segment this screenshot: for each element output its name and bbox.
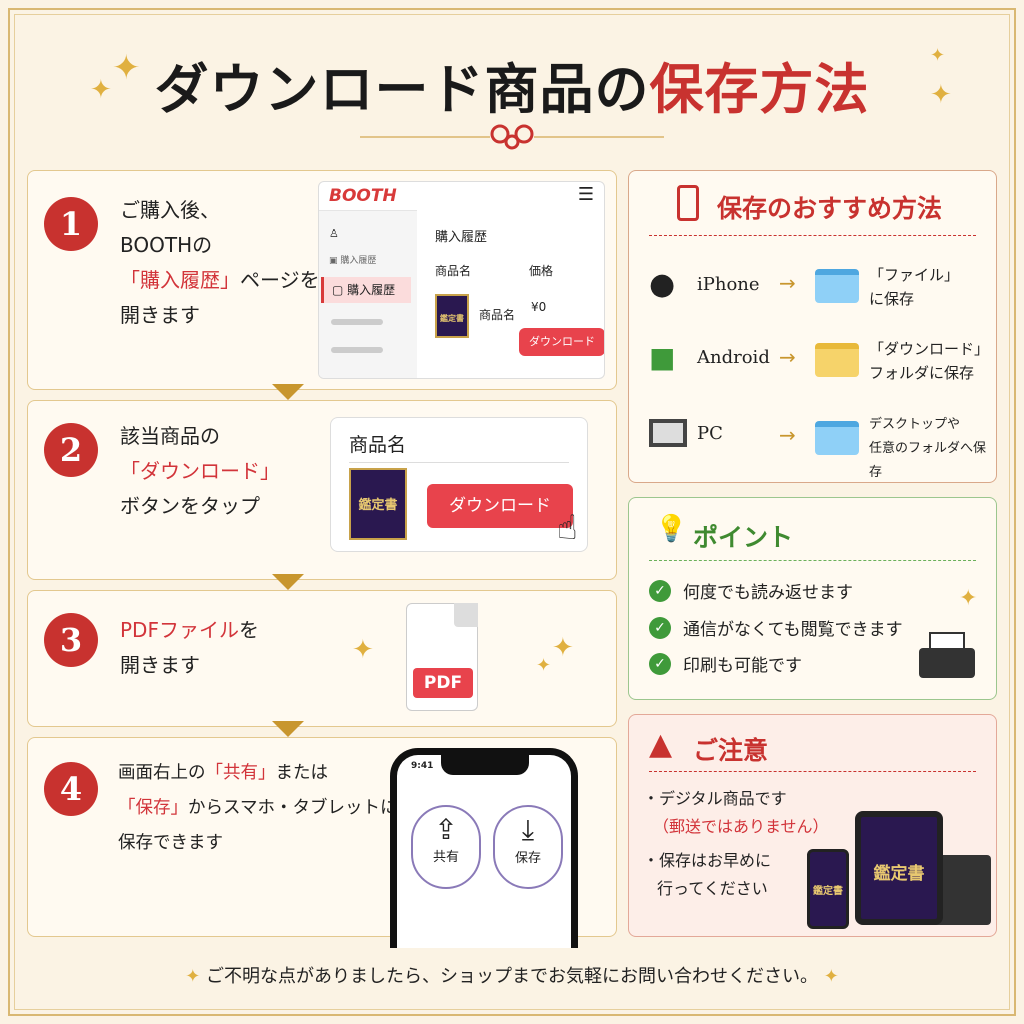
arrow-down-icon [272,384,304,400]
point-item: ✓印刷も可能です [649,651,802,676]
booth-logo: BOOTH [329,186,397,206]
step-2-text: 該当商品の「ダウンロード」ボタンをタップ [120,424,280,518]
knot-ornament-icon [360,124,664,150]
arrow-down-icon [272,574,304,590]
step-number: 3 [44,613,98,667]
pdf-file-icon[interactable]: PDF [406,603,478,711]
check-icon: ✓ [649,579,671,602]
status-time: 9:41 [411,761,434,771]
product-name: 商品名 [349,434,407,456]
arrow-down-icon [272,721,304,737]
sparkle-icon: ✦ [536,655,552,676]
lightbulb-icon: 💡 [655,514,688,544]
sparkle-icon: ✦ [552,633,574,663]
tablet-icon: 鑑定書 [855,811,943,925]
notice-title: ご注意 [693,736,769,765]
files-folder-icon [815,269,859,303]
point-item: ✓通信がなくても閲覧できます [649,615,903,640]
arrow-right-icon: → [779,423,796,447]
section-heading: 購入履歴 [435,230,488,245]
share-button[interactable]: ⇪共有 [411,805,481,889]
sparkle-icon: ✦ [930,45,946,66]
step-number: 2 [44,423,98,477]
arrow-right-icon: → [779,345,796,369]
save-button[interactable]: ⤓保存 [493,805,563,889]
product-thumbnail: 鑑定書 [435,294,469,338]
notice-card: ▲ ご注意 ・デジタル商品です（郵送ではありません） ・保存はお早めに行ってくだ… [628,714,997,937]
recommend-row-iphone: ●iPhone [649,267,760,302]
check-icon: ✓ [649,616,671,639]
column-header: 商品名 [435,264,472,278]
phone-icon: 鑑定書 [807,849,849,929]
sidebar-item[interactable]: ▣ 購入履歴 [329,256,377,266]
sidebar-item[interactable] [331,347,383,353]
column-header: 価格 [529,264,554,278]
sparkle-icon: ✦ [959,586,978,611]
point-item: ✓何度でも読み返せます [649,578,853,603]
point-title: ポイント [693,523,794,552]
sidebar: ♙ ▣ 購入履歴 ▢ 購入履歴 [319,210,417,378]
product-price: ¥0 [531,300,547,314]
pdf-label: PDF [413,668,473,698]
phone-mockup: 9:41 ⇪共有 ⤓保存 [390,748,578,948]
recommend-desc: 「ファイル」に保存 [869,266,960,308]
border-frame-inner [14,14,1010,1010]
step-2-card: 2 該当商品の「ダウンロード」ボタンをタップ 商品名 鑑定書 ダウンロード ☝ [27,400,617,580]
recommend-card: 保存のおすすめ方法 ●iPhone → 「ファイル」に保存 ■Android →… [628,170,997,483]
recommend-desc: 「ダウンロード」フォルダに保存 [869,340,990,382]
download-icon: ⤓ [521,813,535,846]
step-1-text: ご購入後、BOOTHの 「購入履歴」ページを 開きます [120,198,320,327]
warning-icon: ▲ [649,727,673,762]
folder-icon [815,421,859,455]
product-card-mockup: 商品名 鑑定書 ダウンロード ☝ [330,417,588,552]
point-card: 💡 ポイント ✓何度でも読み返せます ✓通信がなくても閲覧できます ✓印刷も可能… [628,497,997,700]
menu-icon[interactable]: ☰ [577,184,594,205]
download-folder-icon [815,343,859,377]
hand-pointer-icon: ☝ [557,508,578,548]
printer-icon [919,632,975,678]
arrow-right-icon: → [779,271,796,295]
smartphone-icon [677,185,699,221]
step-3-text: PDFファイルを開きます [120,618,259,677]
sparkle-icon: ✦ [352,635,374,665]
step-3-card: 3 PDFファイルを開きます ✦ ✦ ✦ PDF [27,590,617,727]
border-frame [8,8,1016,1016]
recommend-row-pc: PC [649,419,723,447]
share-icon: ⇪ [434,813,458,846]
step-1-card: 1 ご購入後、BOOTHの 「購入履歴」ページを 開きます BOOTH ☰ ♙ … [27,170,617,390]
sparkle-icon: ✦ [112,48,141,88]
sparkle-icon: ✦ [90,75,112,105]
product-thumbnail: 鑑定書 [349,468,407,540]
footer-note: ✦ ご不明な点がありましたら、ショップまでお気軽にお問い合わせください。 ✦ [185,966,839,987]
apple-icon: ● [649,267,676,302]
sidebar-item-purchase-history[interactable]: ▢ 購入履歴 [321,277,411,303]
step-number: 4 [44,762,98,816]
product-name: 商品名 [479,308,516,322]
monitor-icon [649,419,687,447]
check-icon: ✓ [649,652,671,675]
sidebar-item[interactable] [331,319,383,325]
page-title: ダウンロード商品の保存方法 [154,57,870,121]
user-icon[interactable]: ♙ [329,227,339,240]
recommend-row-android: ■Android [649,341,770,374]
step-number: 1 [44,197,98,251]
recommend-desc: デスクトップや任意のフォルダへ保存 [869,417,987,480]
android-icon: ■ [649,341,676,374]
download-button[interactable]: ダウンロード [427,484,573,528]
booth-mockup: BOOTH ☰ ♙ ▣ 購入履歴 ▢ 購入履歴 購入履歴 商品名 価格 鑑定書 … [318,181,605,379]
step-4-card: 4 画面右上の「共有」または 「保存」からスマホ・タブレットに 保存できます 9… [27,737,617,948]
step-4-text: 画面右上の「共有」または 「保存」からスマホ・タブレットに 保存できます [118,763,398,853]
sparkle-icon: ✦ [930,80,952,110]
recommend-title: 保存のおすすめ方法 [717,194,943,223]
notice-text: ・デジタル商品です（郵送ではありません） ・保存はお早めに行ってください [643,789,829,898]
download-button[interactable]: ダウンロード [519,328,604,356]
